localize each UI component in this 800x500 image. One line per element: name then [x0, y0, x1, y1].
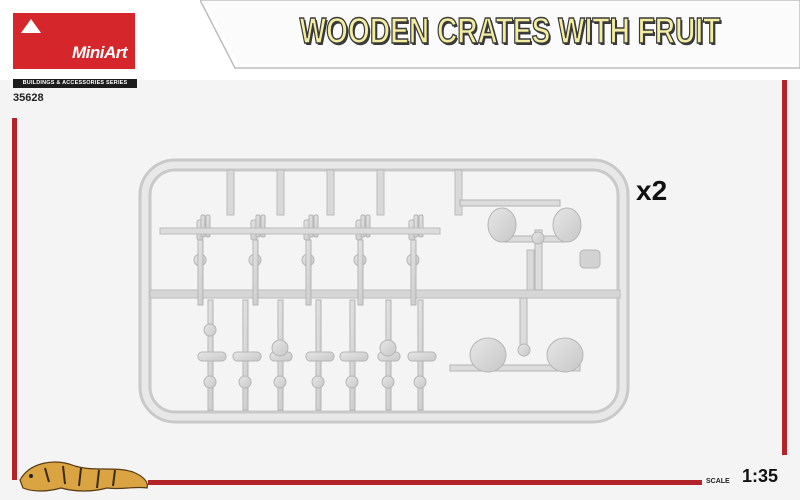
- left-accent-rail: [12, 118, 17, 480]
- upper-gates: [226, 169, 535, 291]
- logo-text: MiniArt: [71, 43, 128, 62]
- sprue-runner: [149, 289, 621, 299]
- series-label: BUILDINGS & ACCESSORIES SERIES: [13, 79, 137, 88]
- bottom-accent-rail: [148, 480, 702, 485]
- brand-logo: MiniArt: [13, 13, 135, 69]
- right-accent-rail: [782, 80, 787, 455]
- page-title: WOODEN CRATES WITH FRUIT: [299, 9, 721, 52]
- sprue-quantity: x2: [636, 175, 668, 206]
- title-plate: [200, 0, 800, 69]
- sprue-image: [138, 158, 630, 424]
- logo-triangle-icon: [21, 19, 41, 33]
- scale-label: SCALE: [706, 478, 730, 485]
- crate-parts-lower: [197, 299, 437, 411]
- tiger-logo-icon: [19, 461, 148, 492]
- scale-value: 1:35: [742, 466, 779, 486]
- fruit-parts-lower: [449, 297, 584, 373]
- kit-number: 35628: [13, 92, 44, 104]
- fruit-parts-upper: [459, 199, 601, 291]
